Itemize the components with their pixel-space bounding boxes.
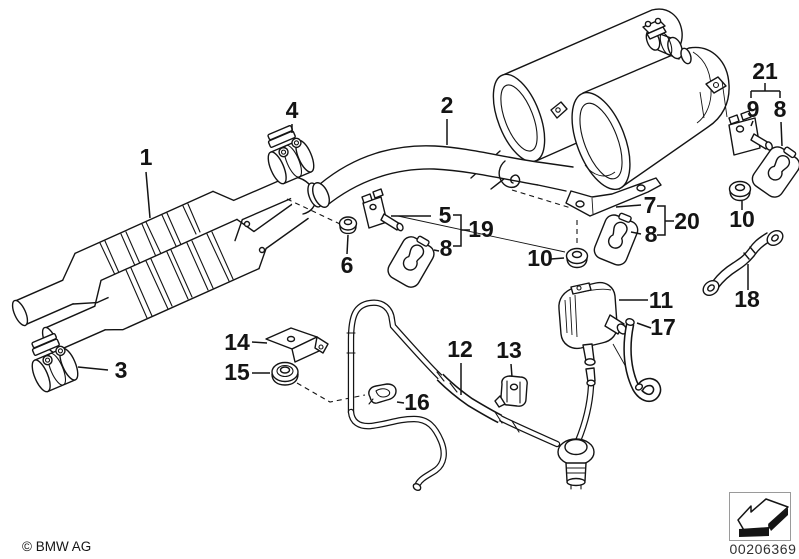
callout-7[interactable]: 7 (644, 192, 657, 218)
callout-10-right[interactable]: 10 (729, 206, 755, 232)
callout-19[interactable]: 19 (468, 216, 494, 242)
callout-8-right[interactable]: 8 (774, 96, 787, 122)
leader-lines (77, 83, 783, 404)
rear-muffler-pipe (312, 145, 575, 208)
clip-16 (368, 383, 397, 405)
callout-18[interactable]: 18 (734, 286, 760, 312)
callout-8-center[interactable]: 8 (645, 221, 658, 247)
vent-line-12 (346, 299, 561, 492)
vent-valve-11 (558, 281, 628, 445)
rubber-hanger-8-left (384, 229, 440, 292)
callout-21[interactable]: 21 (752, 58, 778, 84)
rear-muffler (470, 8, 683, 190)
grommet-10-center (565, 247, 589, 269)
image-number-text: 00206369 (729, 541, 796, 557)
grommet-15 (271, 361, 299, 386)
callout-1[interactable]: 1 (140, 144, 153, 170)
vent-line-retainer (557, 438, 595, 490)
page-flip-arrow-icon (737, 498, 789, 537)
callout-16[interactable]: 16 (404, 389, 430, 415)
grommet-10-right (728, 180, 752, 202)
callout-20[interactable]: 20 (674, 208, 700, 234)
callout-6[interactable]: 6 (341, 252, 354, 278)
exhaust-flap-actuator (642, 17, 692, 65)
callout-13[interactable]: 13 (496, 337, 522, 363)
callout-10-center[interactable]: 10 (527, 245, 553, 271)
bracket-5 (361, 188, 404, 232)
callout-14[interactable]: 14 (224, 329, 250, 355)
callout-11[interactable]: 11 (649, 287, 674, 313)
grommet-6 (338, 216, 358, 235)
rubber-hanger-8-center (590, 207, 643, 269)
page-flip-icon-box[interactable] (729, 492, 791, 541)
pipe-clamp-4 (257, 121, 319, 187)
bracket-9 (728, 110, 773, 156)
rear-muffler-front-shell (550, 46, 730, 192)
callout-8-left[interactable]: 8 (440, 235, 453, 261)
callout-15[interactable]: 15 (224, 359, 250, 385)
callout-2[interactable]: 2 (441, 92, 454, 118)
callout-9[interactable]: 9 (747, 96, 760, 122)
copyright-text: © BMW AG (22, 539, 91, 554)
callout-12[interactable]: 12 (447, 336, 473, 362)
callout-5[interactable]: 5 (439, 202, 452, 228)
support-plate-7 (565, 177, 662, 217)
bracket-14 (265, 327, 329, 363)
callout-3[interactable]: 3 (115, 357, 128, 383)
front-pipe-with-catalytic-converters (11, 173, 323, 354)
vent-hose-17 (623, 318, 662, 403)
callout-17[interactable]: 17 (650, 314, 676, 340)
clip-13 (494, 375, 528, 408)
earth-strap-18 (702, 229, 784, 297)
callout-4[interactable]: 4 (286, 97, 299, 123)
